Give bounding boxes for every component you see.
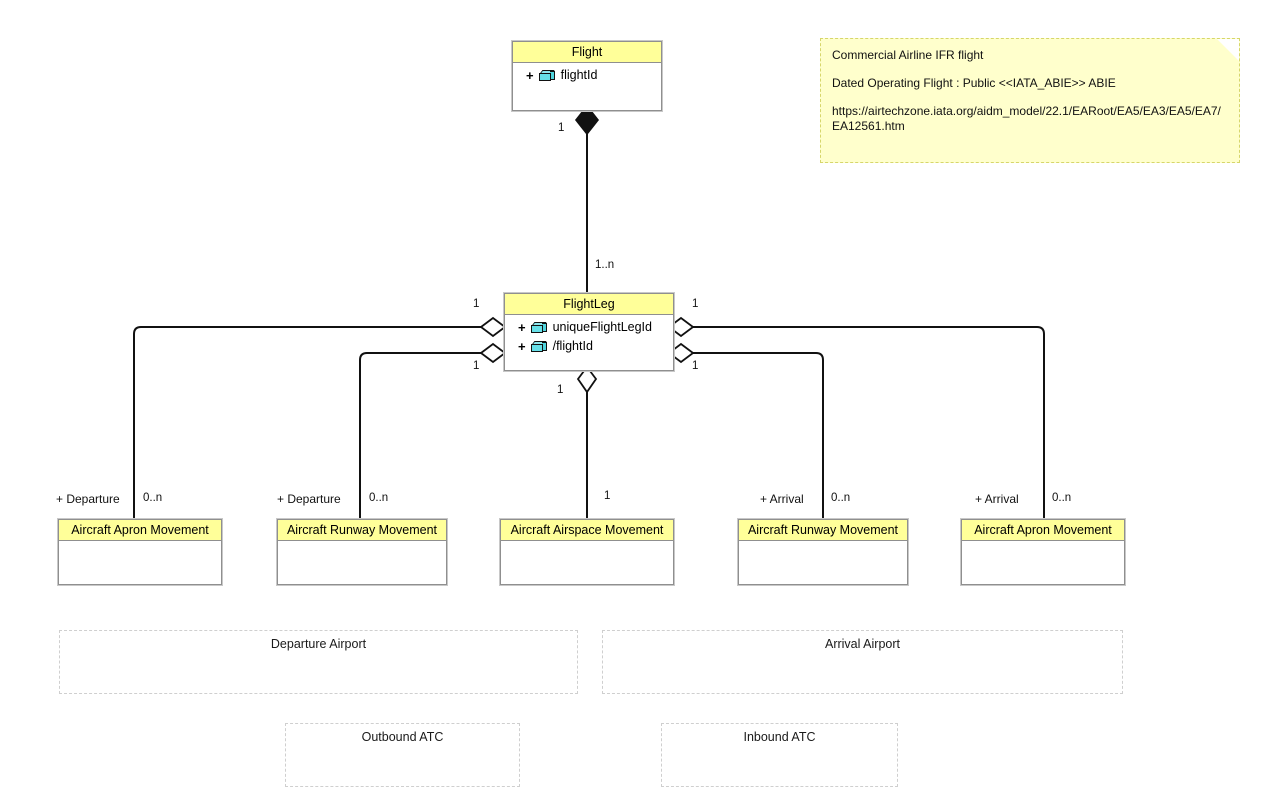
note-line-1: Commercial Airline IFR flight [832, 48, 984, 62]
attribute-row[interactable]: + uniqueFlightLegId [505, 318, 673, 337]
note-line-2: Dated Operating Flight : Public <<IATA_A… [832, 76, 1116, 90]
multiplicity-flight-source: 1 [558, 122, 565, 134]
attribute-icon [538, 70, 556, 81]
frame-inbound-atc[interactable]: Inbound ATC [661, 723, 898, 787]
class-arrival-aircraft-runway-movement[interactable]: Aircraft Runway Movement [737, 518, 909, 586]
attribute-row[interactable]: + flightId [513, 66, 661, 85]
class-title: Aircraft Runway Movement [278, 520, 446, 541]
class-flight-attributes: + flightId [513, 63, 661, 110]
attribute-label: /flightId [552, 339, 593, 353]
class-flightleg-attributes: + uniqueFlightLegId + /flightId [505, 315, 673, 370]
multiplicity-departure-runway-target: 0..n [369, 492, 389, 504]
class-title: Aircraft Airspace Movement [501, 520, 673, 541]
role-arrival-runway: + Arrival [760, 492, 804, 506]
note-commercial-airline-ifr-flight[interactable]: Commercial Airline IFR flight Dated Oper… [820, 38, 1240, 163]
class-arrival-aircraft-apron-movement[interactable]: Aircraft Apron Movement [960, 518, 1126, 586]
frame-arrival-airport-label: Arrival Airport [824, 637, 901, 651]
note-line-3: https://airtechzone.iata.org/aidm_model/… [832, 104, 1221, 133]
multiplicity-arrival-runway-target: 0..n [831, 492, 851, 504]
multiplicity-departure-apron-target: 0..n [143, 492, 163, 504]
class-attributes [59, 541, 221, 584]
multiplicity-flightleg-target: 1..n [595, 259, 615, 271]
attribute-label: uniqueFlightLegId [552, 320, 652, 334]
class-attributes [739, 541, 907, 584]
role-departure-apron: + Departure [56, 492, 120, 506]
class-flight-title: Flight [513, 42, 661, 63]
class-departure-aircraft-apron-movement[interactable]: Aircraft Apron Movement [57, 518, 223, 586]
class-attributes [962, 541, 1124, 584]
class-flightleg[interactable]: FlightLeg + uniqueFlightLegId + /flightI… [503, 292, 675, 372]
class-title: Aircraft Apron Movement [59, 520, 221, 541]
frame-outbound-atc-label: Outbound ATC [361, 730, 444, 744]
class-flightleg-title: FlightLeg [505, 294, 673, 315]
attribute-label: flightId [560, 68, 598, 82]
class-title: Aircraft Runway Movement [739, 520, 907, 541]
frame-departure-airport[interactable]: Departure Airport [59, 630, 578, 694]
role-arrival-apron: + Arrival [975, 492, 1019, 506]
class-aircraft-airspace-movement[interactable]: Aircraft Airspace Movement [499, 518, 675, 586]
class-departure-aircraft-runway-movement[interactable]: Aircraft Runway Movement [276, 518, 448, 586]
multiplicity-leg-arrival-apron-source: 1 [692, 298, 699, 310]
class-attributes [278, 541, 446, 584]
class-attributes [501, 541, 673, 584]
attribute-row[interactable]: + /flightId [505, 337, 673, 356]
frame-departure-airport-label: Departure Airport [270, 637, 367, 651]
multiplicity-leg-arrival-runway-source: 1 [692, 360, 699, 372]
attribute-icon [530, 341, 548, 352]
class-flight[interactable]: Flight + flightId [511, 40, 663, 112]
multiplicity-leg-airspace-source: 1 [557, 384, 564, 396]
frame-inbound-atc-label: Inbound ATC [743, 730, 816, 744]
role-departure-runway: + Departure [277, 492, 341, 506]
attribute-icon [530, 322, 548, 333]
class-title: Aircraft Apron Movement [962, 520, 1124, 541]
multiplicity-arrival-apron-target: 0..n [1052, 492, 1072, 504]
note-fold-corner-icon [1217, 39, 1239, 61]
frame-arrival-airport[interactable]: Arrival Airport [602, 630, 1123, 694]
multiplicity-leg-departure-runway-source: 1 [473, 360, 480, 372]
multiplicity-leg-departure-apron-source: 1 [473, 298, 480, 310]
multiplicity-airspace-target: 1 [604, 490, 611, 502]
visibility-public-marker: + [518, 320, 526, 335]
visibility-public-marker: + [526, 68, 534, 83]
note-text: Commercial Airline IFR flight Dated Oper… [821, 39, 1239, 134]
frame-outbound-atc[interactable]: Outbound ATC [285, 723, 520, 787]
visibility-public-marker: + [518, 339, 526, 354]
